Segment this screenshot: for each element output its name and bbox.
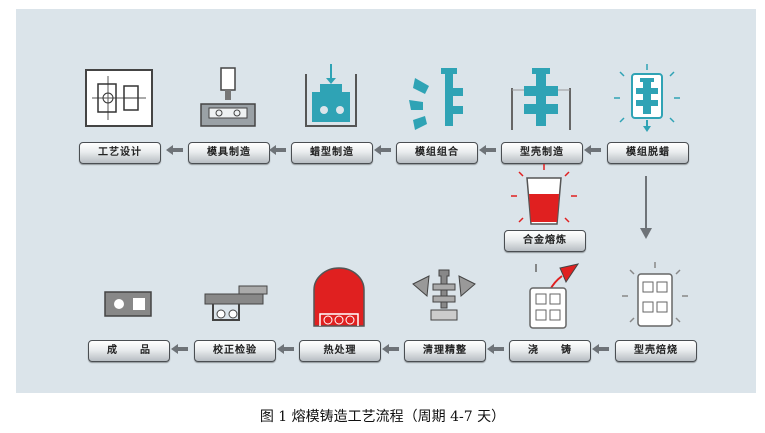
step-label: 热处理	[299, 340, 381, 362]
step-shell-making: 型壳制造	[498, 64, 584, 186]
step-process-design: 工艺设计	[76, 64, 162, 186]
arrow-left-icon	[171, 344, 188, 354]
step-label: 工艺设计	[79, 142, 161, 164]
blueprint-icon	[85, 69, 153, 127]
step-mold-making: 模具制造	[185, 64, 271, 186]
arrow-left-icon	[269, 145, 286, 155]
inspection-press-icon	[204, 285, 268, 321]
step-label: 模具制造	[188, 142, 270, 164]
step-wax-pattern: 蜡型制造	[288, 64, 374, 186]
arrow-left-icon	[584, 145, 601, 155]
step-alloy-melting: 合金熔炼	[501, 164, 587, 286]
step-label: 合金熔炼	[504, 230, 586, 252]
ladle-pour-icon	[529, 263, 580, 329]
step-shell-roasting: 型壳焙烧	[612, 262, 698, 384]
step-label: 清理精整	[404, 340, 486, 362]
step-finishing: 清理精整	[401, 262, 487, 384]
figure-caption: 图 1 熔模铸造工艺流程（周期 4-7 天）	[259, 409, 506, 425]
step-label: 蜡型制造	[291, 142, 373, 164]
dewax-icon	[614, 64, 680, 132]
arrow-down-icon	[640, 176, 652, 239]
step-pouring: 浇 铸	[506, 262, 592, 384]
arrow-left-icon	[382, 344, 399, 354]
arrow-left-icon	[487, 344, 504, 354]
arrow-left-icon	[277, 344, 294, 354]
step-label: 模组脱蜡	[607, 142, 689, 164]
step-label: 浇 铸	[509, 340, 591, 362]
step-label: 模组组合	[396, 142, 478, 164]
pattern-tree-icon	[409, 68, 463, 130]
mold-icon	[200, 67, 256, 127]
crucible-icon	[511, 164, 577, 225]
step-label: 成 品	[88, 340, 170, 362]
arrow-left-icon	[479, 145, 496, 155]
slurry-dip-icon	[511, 68, 571, 130]
arrow-left-icon	[166, 145, 183, 155]
step-heat-treatment: 热处理	[296, 262, 382, 384]
product-part-icon	[104, 291, 152, 317]
step-label: 型壳焙烧	[615, 340, 697, 362]
wax-injection-icon	[305, 64, 357, 127]
step-product: 成 品	[85, 262, 171, 384]
step-dewaxing: 模组脱蜡	[604, 64, 690, 186]
shakeout-icon	[412, 269, 476, 321]
step-label: 校正检验	[194, 340, 276, 362]
furnace-icon	[313, 267, 365, 327]
arrow-left-icon	[592, 344, 609, 354]
roasting-icon	[622, 262, 688, 327]
arrow-left-icon	[374, 145, 391, 155]
step-label: 型壳制造	[501, 142, 583, 164]
step-pattern-assembly: 模组组合	[393, 64, 479, 186]
step-straightening: 校正检验	[191, 262, 277, 384]
